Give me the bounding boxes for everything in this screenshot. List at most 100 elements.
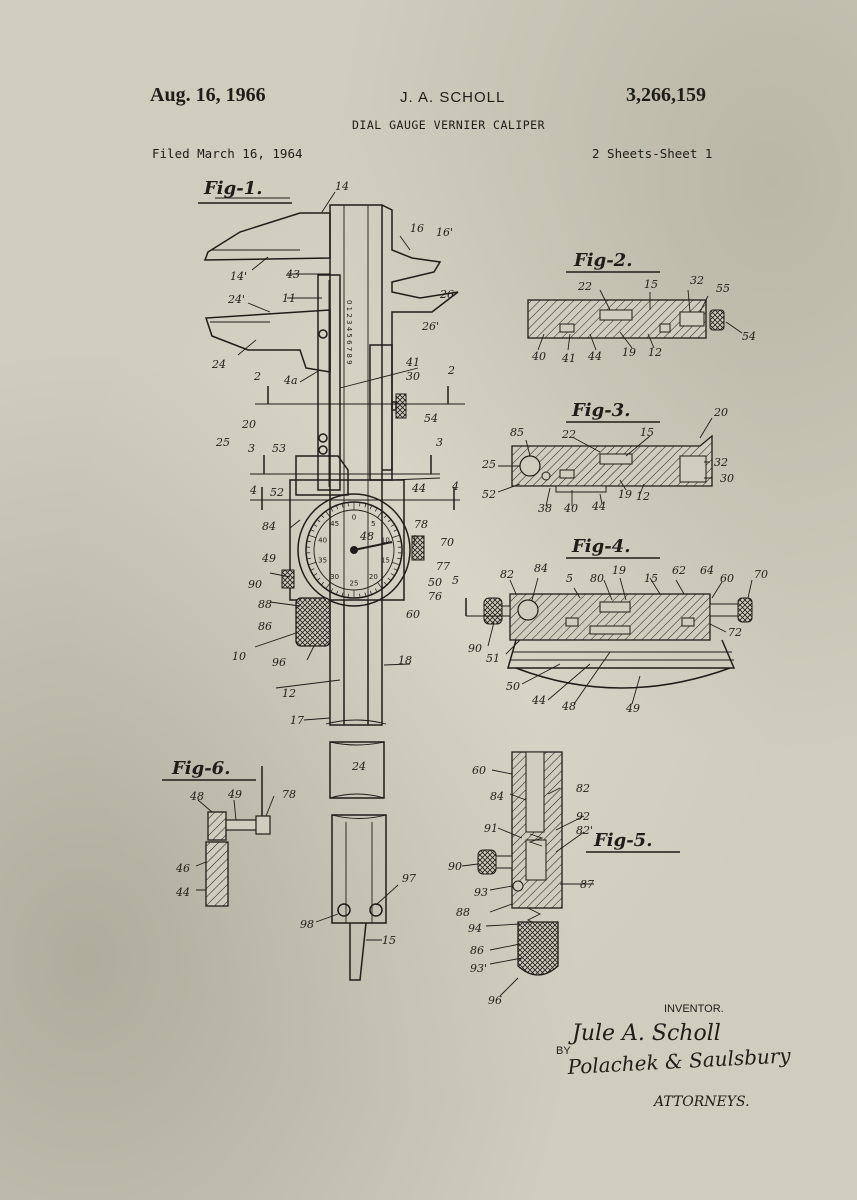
- figure-4-labels: 82 84 5 80 19 15 62 64 60 70 5 90 51 72 …: [452, 562, 768, 715]
- dial-tick: [391, 534, 400, 538]
- ref-label: 48: [189, 790, 204, 803]
- dial-tick: [397, 540, 402, 543]
- signature-block: INVENTOR. Jule A. Scholl BY Polachek & S…: [556, 1003, 792, 1110]
- dial-tick: [374, 507, 378, 512]
- ref-label: 90: [448, 860, 462, 873]
- ref-label: 4: [451, 480, 459, 493]
- dial-tick: [390, 573, 395, 577]
- ref-label: 22: [577, 280, 592, 293]
- ref-label: 25: [481, 458, 496, 471]
- ref-label: 12: [282, 687, 296, 700]
- ref-label: 52: [270, 486, 284, 499]
- ref-label: 90: [248, 578, 262, 591]
- ref-label: 94: [468, 922, 482, 935]
- dial-tick: [390, 523, 395, 527]
- figure-4-title: Fig-4.: [571, 536, 630, 557]
- ref-label: 17: [290, 714, 304, 727]
- ref-label: 54: [424, 412, 438, 425]
- dial-tick: [330, 507, 334, 512]
- ref-label: 98: [300, 918, 314, 931]
- figure-2-labels: 22 15 32 55 54 40 41 44 19 12: [531, 274, 756, 365]
- ref-label: 44: [411, 482, 426, 495]
- dial-tick: [369, 590, 372, 595]
- ref-label: 12: [636, 490, 650, 503]
- inventor-name: J. A. SCHOLL: [400, 89, 506, 106]
- patent-title: DIAL GAUGE VERNIER CALIPER: [352, 118, 546, 132]
- dial-tick: [320, 581, 325, 586]
- ref-label: 76: [428, 590, 442, 603]
- ref-label: 5: [566, 572, 573, 585]
- ref-label: 44: [591, 500, 606, 513]
- beam-scale-numbers: 0 1 2 3 4 5 6 7 8 9: [345, 300, 353, 365]
- dial-tick: [336, 505, 339, 510]
- ref-label: 41: [405, 356, 420, 369]
- dial-tick: [359, 593, 361, 598]
- attorneys-label: ATTORNEYS.: [652, 1094, 750, 1110]
- dial-number: 10: [381, 536, 390, 544]
- ref-label: 60: [406, 608, 420, 621]
- ref-label: 18: [398, 654, 412, 667]
- ref-label: 85: [510, 426, 524, 439]
- ref-label: 12: [648, 346, 662, 359]
- dial-numbers: 0 5 10 15 20 25 30 35 40 45: [318, 514, 390, 588]
- ref-label: 24: [351, 760, 366, 773]
- ref-label: 84: [490, 790, 504, 803]
- ref-label: 15: [382, 934, 396, 947]
- ref-label: 60: [472, 764, 486, 777]
- ref-label: 32: [690, 274, 704, 287]
- ref-label: 88: [456, 906, 470, 919]
- patent-number: 3,266,159: [626, 84, 706, 106]
- inventor-label: INVENTOR.: [664, 1003, 724, 1015]
- dial-number: 15: [381, 557, 390, 565]
- dial-tick: [316, 519, 321, 523]
- ref-label: 30: [406, 370, 420, 383]
- dial-tick: [325, 510, 331, 518]
- dial-number: 20: [369, 573, 378, 581]
- ref-label: 50: [428, 576, 442, 589]
- ref-label: 72: [728, 626, 742, 639]
- dial-number: 25: [350, 580, 359, 588]
- ref-label: 49: [625, 702, 640, 715]
- ref-label: 30: [720, 472, 734, 485]
- ref-label: 82: [500, 568, 514, 581]
- ref-label: 51: [486, 652, 500, 665]
- beam-scale: 0 1 2 3 4 5 6 7 8 9: [345, 300, 353, 365]
- dial-tick: [308, 534, 317, 538]
- ref-label: 44: [587, 350, 602, 363]
- ref-label: 96: [272, 656, 286, 669]
- ref-label: 20: [241, 418, 256, 431]
- ref-label: 10: [232, 650, 246, 663]
- dial-tick: [330, 588, 334, 593]
- by-label: BY: [556, 1045, 571, 1057]
- dial-tick: [383, 514, 388, 519]
- dial-tick: [341, 592, 344, 597]
- ref-label: 24: [211, 358, 226, 371]
- dial-tick: [364, 592, 367, 597]
- ref-label: 2: [253, 370, 261, 383]
- dial-tick: [387, 519, 392, 523]
- dial-tick: [306, 540, 311, 543]
- ref-label: 48: [561, 700, 576, 713]
- ref-label: 87: [580, 878, 594, 891]
- ref-label: 11: [282, 292, 296, 305]
- patent-date: Aug. 16, 1966: [150, 84, 266, 106]
- ref-label: 26': [421, 320, 439, 333]
- ref-label: 16: [410, 222, 424, 235]
- sheet-count: 2 Sheets-Sheet 1: [592, 146, 713, 161]
- dial-tick: [383, 581, 388, 586]
- ref-label: 32: [714, 456, 728, 469]
- ref-label: 97: [402, 872, 416, 885]
- ref-label: 78: [414, 518, 428, 531]
- ref-label: 48: [359, 530, 374, 543]
- figure-3: Fig-3. 20 85 22 15 32 25 52 30 38 40 44 …: [481, 400, 734, 515]
- ref-label: 40: [563, 502, 578, 515]
- ref-label: 82': [576, 824, 593, 837]
- figure-5-title: Fig-5.: [593, 830, 652, 851]
- dial-number: 35: [318, 557, 327, 565]
- ref-label: 77: [436, 560, 450, 573]
- figure-5-labels: 60 82 84 92 91 82' 90 93 87 88 94 86 93'…: [448, 764, 594, 1007]
- ref-label: 22: [561, 428, 576, 441]
- ref-label: 15: [644, 572, 658, 585]
- ref-label: 14: [335, 180, 349, 193]
- dial-tick: [336, 590, 339, 595]
